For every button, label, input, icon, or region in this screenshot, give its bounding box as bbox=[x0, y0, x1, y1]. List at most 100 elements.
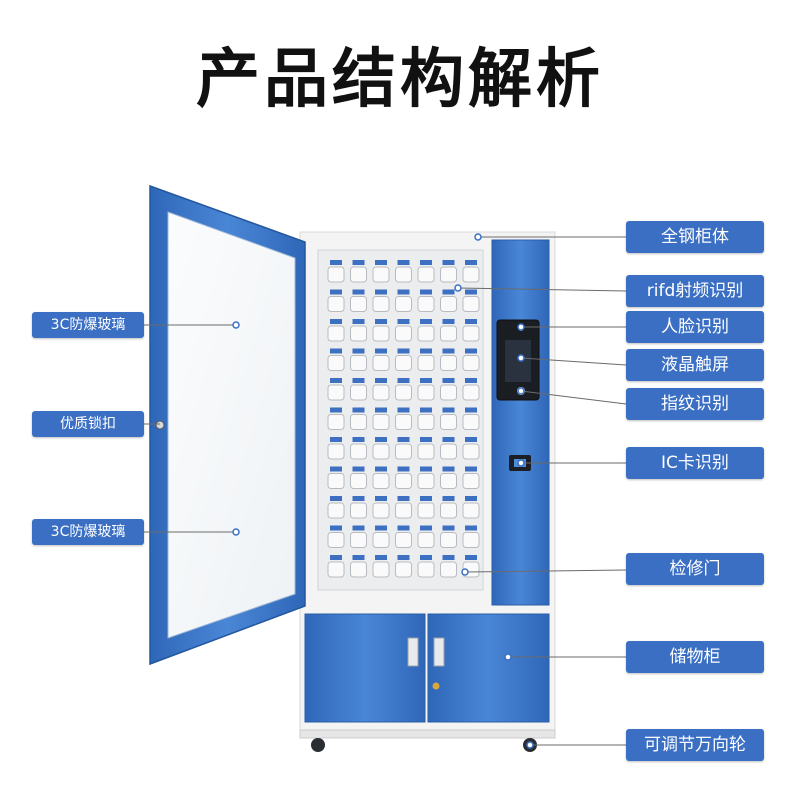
key-slot bbox=[327, 561, 345, 578]
key-slot bbox=[462, 325, 480, 342]
key-slot-tag bbox=[442, 407, 455, 413]
key-slot-tag bbox=[420, 260, 432, 265]
key-slot-tag bbox=[375, 437, 387, 442]
key-slot bbox=[462, 384, 480, 401]
key-slot-tag bbox=[442, 348, 455, 354]
key-slot bbox=[350, 443, 367, 460]
key-slot bbox=[440, 414, 457, 430]
key-slot bbox=[372, 325, 390, 342]
key-slot-tag bbox=[420, 319, 432, 324]
key-slot-tag bbox=[352, 555, 365, 560]
key-slot-tag bbox=[352, 319, 365, 324]
key-slot-tag bbox=[420, 496, 432, 501]
key-slot-tag bbox=[375, 260, 387, 265]
key-slot-tag bbox=[330, 407, 342, 413]
key-slot bbox=[327, 266, 345, 283]
key-slot bbox=[395, 266, 412, 283]
key-slot bbox=[327, 473, 345, 489]
key-slot bbox=[372, 355, 390, 371]
key-slot-tag bbox=[352, 525, 365, 531]
key-slot bbox=[395, 561, 412, 578]
label-lcd-touchscreen: 液晶触屏 bbox=[626, 349, 764, 381]
key-slot-tag bbox=[375, 525, 387, 531]
storage-door-right bbox=[427, 613, 550, 723]
key-slot-tag bbox=[330, 525, 342, 531]
key-slot bbox=[372, 443, 390, 460]
key-slot bbox=[462, 296, 480, 312]
label-ic-card: IC卡识别 bbox=[626, 447, 764, 479]
key-slot-tag bbox=[397, 260, 410, 265]
key-slot bbox=[440, 561, 457, 578]
key-slot bbox=[395, 473, 412, 489]
key-slot-tag bbox=[330, 496, 342, 501]
key-slot bbox=[395, 414, 412, 430]
key-slot-tag bbox=[375, 319, 387, 324]
key-slot bbox=[327, 443, 345, 460]
leader-lines bbox=[144, 236, 627, 746]
key-slot-tag bbox=[442, 466, 455, 472]
key-slot-tag bbox=[420, 289, 432, 295]
key-slot bbox=[440, 502, 457, 519]
key-slot bbox=[372, 384, 390, 401]
label-rfid: rifd射频识别 bbox=[626, 275, 764, 307]
label-glass-top: 3C防爆玻璃 bbox=[32, 312, 144, 338]
door-handle-left bbox=[407, 637, 419, 667]
key-slot-tag bbox=[375, 555, 387, 560]
label-storage-cabinet: 储物柜 bbox=[626, 641, 764, 673]
key-slot-tag bbox=[465, 319, 477, 324]
key-slots bbox=[327, 260, 480, 578]
key-slot bbox=[372, 296, 390, 312]
label-face-recognition: 人脸识别 bbox=[626, 311, 764, 343]
key-slot-tag bbox=[465, 496, 477, 501]
key-slot bbox=[350, 266, 367, 283]
key-slot bbox=[372, 473, 390, 489]
key-slot-tag bbox=[442, 496, 455, 501]
key-slot bbox=[327, 355, 345, 371]
key-slot bbox=[372, 502, 390, 519]
key-slot bbox=[440, 532, 457, 548]
key-slot-tag bbox=[465, 437, 477, 442]
key-slot bbox=[417, 266, 435, 283]
page-title: 产品结构解析 bbox=[196, 43, 604, 117]
key-slot bbox=[417, 502, 435, 519]
key-slot bbox=[350, 296, 367, 312]
key-slot-tag bbox=[352, 437, 365, 442]
key-slot bbox=[440, 325, 457, 342]
key-slot bbox=[350, 502, 367, 519]
key-slot-tag bbox=[330, 260, 342, 265]
key-slot bbox=[350, 561, 367, 578]
key-slot-tag bbox=[465, 289, 477, 295]
key-slot bbox=[440, 443, 457, 460]
key-slot-tag bbox=[420, 555, 432, 560]
key-slot-tag bbox=[397, 496, 410, 501]
key-slot-tag bbox=[465, 525, 477, 531]
key-slot-tag bbox=[375, 496, 387, 501]
storage-door-left bbox=[304, 613, 426, 723]
key-slot bbox=[417, 443, 435, 460]
key-slot bbox=[350, 414, 367, 430]
key-slot-tag bbox=[397, 289, 410, 295]
key-slot-tag bbox=[420, 348, 432, 354]
door-lock bbox=[155, 420, 165, 430]
key-slot-tag bbox=[352, 496, 365, 501]
key-slot bbox=[440, 266, 457, 283]
key-slot-tag bbox=[397, 466, 410, 472]
label-fingerprint: 指纹识别 bbox=[626, 388, 764, 420]
key-slot-tag bbox=[397, 437, 410, 442]
key-slot bbox=[417, 355, 435, 371]
key-slot bbox=[417, 414, 435, 430]
key-slot-tag bbox=[442, 319, 455, 324]
key-slot bbox=[417, 532, 435, 548]
key-slot-tag bbox=[397, 319, 410, 324]
key-slot-tag bbox=[442, 378, 455, 383]
key-slot-tag bbox=[352, 378, 365, 383]
key-slot bbox=[462, 414, 480, 430]
key-slot-tag bbox=[420, 378, 432, 383]
key-slot bbox=[395, 296, 412, 312]
caster-left bbox=[311, 738, 325, 752]
label-steel-body: 全钢柜体 bbox=[626, 221, 764, 253]
label-lock: 优质锁扣 bbox=[32, 411, 144, 437]
key-slot-tag bbox=[420, 407, 432, 413]
key-slot-tag bbox=[397, 555, 410, 560]
key-slot-tag bbox=[330, 437, 342, 442]
